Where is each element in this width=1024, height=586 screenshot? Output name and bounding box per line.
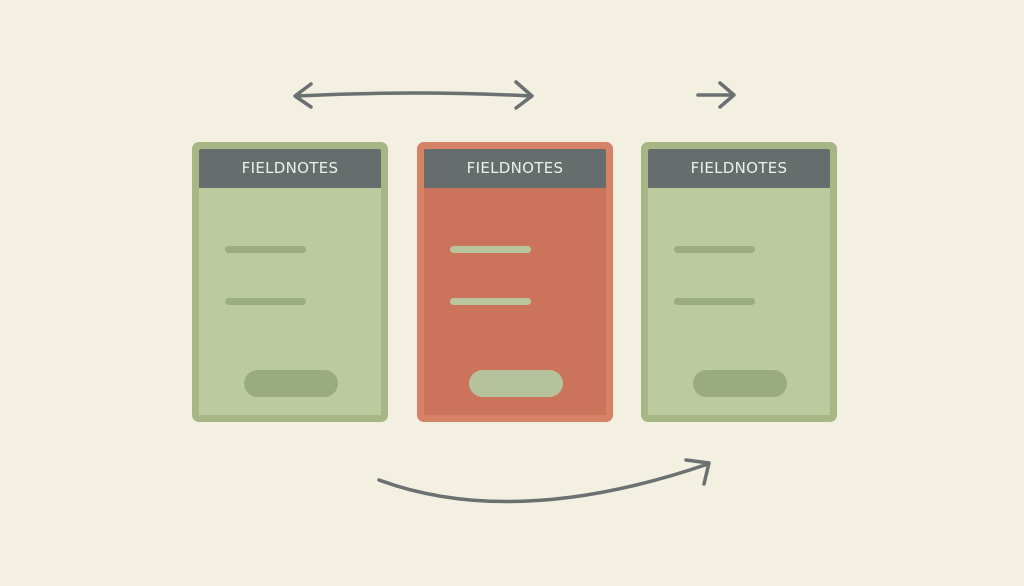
text-placeholder-line (674, 246, 755, 253)
card-button[interactable] (244, 370, 338, 397)
fieldnotes-card-2[interactable]: FIELDNOTES (417, 142, 613, 422)
right-arrow-icon (696, 81, 736, 109)
card-title: FIELDNOTES (424, 149, 606, 188)
fieldnotes-card-1[interactable]: FIELDNOTES (192, 142, 388, 422)
card-title: FIELDNOTES (199, 149, 381, 188)
curved-arrow-icon (377, 458, 711, 504)
text-placeholder-line (225, 246, 306, 253)
card-button[interactable] (469, 370, 563, 397)
text-placeholder-line (225, 298, 306, 305)
card-button[interactable] (693, 370, 787, 397)
card-title: FIELDNOTES (648, 149, 830, 188)
text-placeholder-line (450, 298, 531, 305)
text-placeholder-line (450, 246, 531, 253)
text-placeholder-line (674, 298, 755, 305)
fieldnotes-card-3[interactable]: FIELDNOTES (641, 142, 837, 422)
double-arrow-icon (293, 80, 534, 110)
